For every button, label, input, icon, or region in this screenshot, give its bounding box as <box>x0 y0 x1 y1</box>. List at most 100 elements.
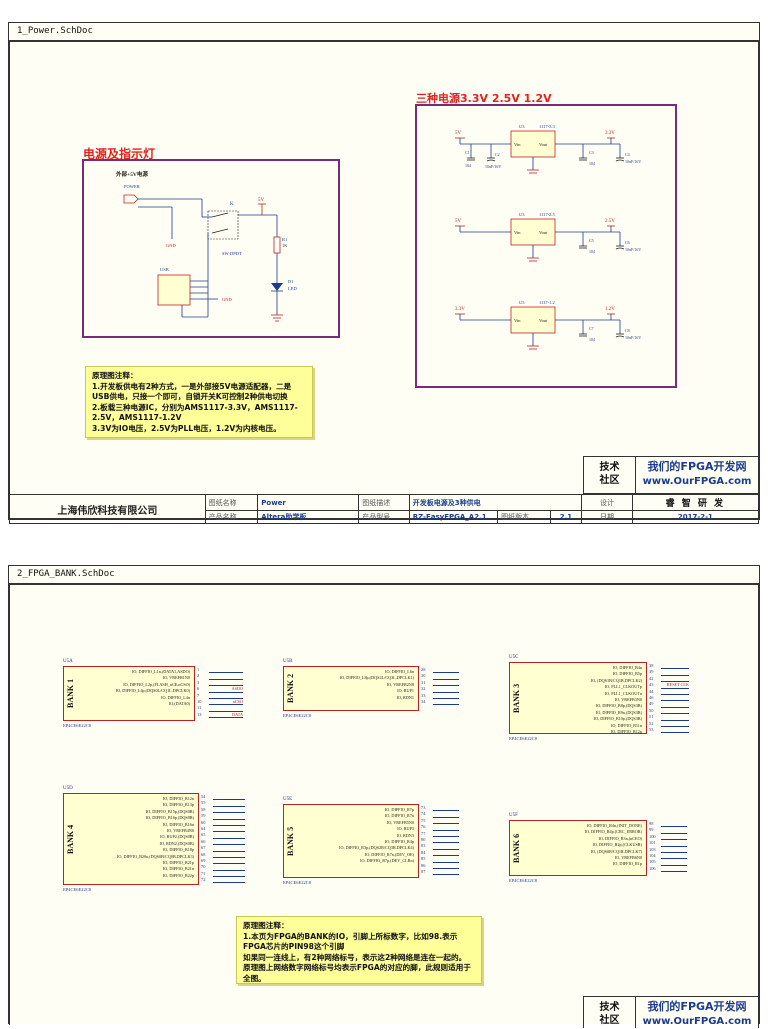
net-wire <box>661 859 687 866</box>
net-wire <box>433 811 459 818</box>
pin-signal: IO, VREFB3N0 <box>614 697 642 703</box>
pin-number: 58 <box>201 806 206 812</box>
sheet-name: Power <box>257 494 360 511</box>
pin-number: 50 <box>649 707 654 713</box>
bank-name: BANK 6 <box>512 833 521 863</box>
pin-number: 77 <box>421 830 426 836</box>
net-wire <box>433 850 459 857</box>
pin-signal: IO, DIFFIO_B15p,(DQS0B) <box>145 808 194 814</box>
svg-text:C5: C5 <box>589 238 594 243</box>
net-wire <box>661 866 687 873</box>
brand-name: 我们的FPGA开发网 <box>647 460 747 473</box>
pin-number: 104 <box>649 853 656 859</box>
bank-ref: U5C <box>509 655 519 660</box>
svg-text:D1: D1 <box>288 279 294 284</box>
svg-text:C2: C2 <box>495 152 500 157</box>
pin-number: 54 <box>201 794 206 799</box>
sheet-title: 2_FPGA_BANK.SchDoc <box>9 566 759 584</box>
company-name: 上海伟欣科技有限公司 <box>9 494 206 524</box>
pin-signal: IO, DIFFIO_B8p,(DQS3B) <box>595 703 642 709</box>
pin-number: 55 <box>201 800 206 806</box>
net-wire <box>433 680 459 687</box>
svg-text:10uF/16V: 10uF/16V <box>625 247 641 252</box>
pin-number: 75 <box>421 817 426 823</box>
svg-text:10uF/16V: 10uF/16V <box>625 159 641 164</box>
pin-number: 69 <box>201 858 206 864</box>
pin-signal: IO, VREFB4N0 <box>166 828 194 834</box>
pin-signal: IO, DIFFIO_L8p,(DQS2L/CQ3L,DPCLK1) <box>339 675 414 681</box>
net-wire <box>661 701 689 708</box>
svg-text:C3: C3 <box>589 150 594 155</box>
net-wire <box>433 667 459 674</box>
brand-block: 技术 社区 我们的FPGA开发网 www.OurFPGA.com <box>583 996 759 1028</box>
net-wire <box>213 832 245 839</box>
bank-name: BANK 1 <box>66 678 75 709</box>
pin-number: 31 <box>421 679 426 685</box>
net-wire <box>661 708 689 715</box>
net-wires: RESET CLK <box>661 663 689 734</box>
pin-number: 39 <box>649 669 654 675</box>
net-wire <box>209 667 243 674</box>
svg-text:5V: 5V <box>258 198 265 203</box>
pin-signal: IO, DIFFIO_L2p,(FLASH_nCE,nCSO) <box>123 681 190 687</box>
pin-signal: IO, DIFFIO_R7p <box>384 807 414 812</box>
pin-number: 59 <box>201 813 206 819</box>
pin-number: 7 <box>197 692 200 698</box>
pin-signal: IO, PLL1_CLKOUTn <box>604 690 642 696</box>
pin-number: 103 <box>649 846 656 852</box>
reg-vout-net: 1.2V <box>605 307 615 312</box>
pin-number: 85 <box>421 856 426 862</box>
net-wire <box>661 727 689 734</box>
pin-number: 49 <box>649 701 654 707</box>
pin-number: 67 <box>201 845 206 851</box>
svg-text:GND: GND <box>222 297 232 302</box>
net-wire <box>433 686 459 693</box>
pin-signal: IO, VREFB6N0 <box>614 855 642 861</box>
pin-signal: IO, (DQS0R/CQ1R,DPCLK7) <box>590 848 642 854</box>
regulator-ic <box>510 306 556 334</box>
reg-ref: U3 <box>519 212 525 217</box>
pin-signal: IO, DIFFIO_B16p,(DQS0B) <box>145 815 194 821</box>
svg-text:GND: GND <box>166 243 176 248</box>
pin-number: 13 <box>197 711 202 717</box>
pin-signal: IO, DIFFIO_B16n <box>162 821 194 827</box>
bank-part-number: EP4CE6E22C8 <box>509 736 538 741</box>
net-wire <box>209 680 243 687</box>
pin-number: 33 <box>421 692 426 698</box>
net-wire <box>213 826 245 833</box>
svg-text:104: 104 <box>589 249 595 254</box>
ext-power-label: 外部+5V电源 <box>116 170 148 178</box>
pin-number: 84 <box>421 849 426 855</box>
bank-name: BANK 3 <box>512 683 521 713</box>
pin-number: 100 <box>649 833 656 839</box>
pin-number: 44 <box>649 688 654 694</box>
pin-signal: IO, DIFFIO_B13p <box>162 802 194 808</box>
pin-number: 99 <box>649 827 654 833</box>
pin-signal: IO, RUP1 <box>397 688 414 694</box>
product-model: RZ-EasyFPGA_A2.1 <box>408 510 499 524</box>
pin-number: 65 <box>201 832 206 838</box>
net-wire <box>661 821 687 828</box>
pin-signal: IO, VREFB5N0 <box>386 819 414 825</box>
pin-number: 73 <box>421 805 426 810</box>
bank-signals: IO, DIFFIO_R4n,(INIT_DONE)IO, DIFFIO_R4p… <box>585 823 642 868</box>
reg-vin-net: 5V <box>455 131 462 136</box>
sheet-description: 开发板电源及3种供电 <box>408 494 583 511</box>
pin-number: 53 <box>649 727 654 733</box>
net-wire <box>661 669 689 676</box>
reg-vin-net: 3.3V <box>455 307 465 312</box>
svg-text:C8: C8 <box>625 328 630 333</box>
reg-vin-net: 5V <box>455 219 462 224</box>
bank-ref: U5A <box>63 659 73 664</box>
pin-signal: IO, DIFFIO_B9n,(DQS3B) <box>595 709 642 715</box>
brand-url: www.OurFPGA.com <box>642 1016 752 1027</box>
